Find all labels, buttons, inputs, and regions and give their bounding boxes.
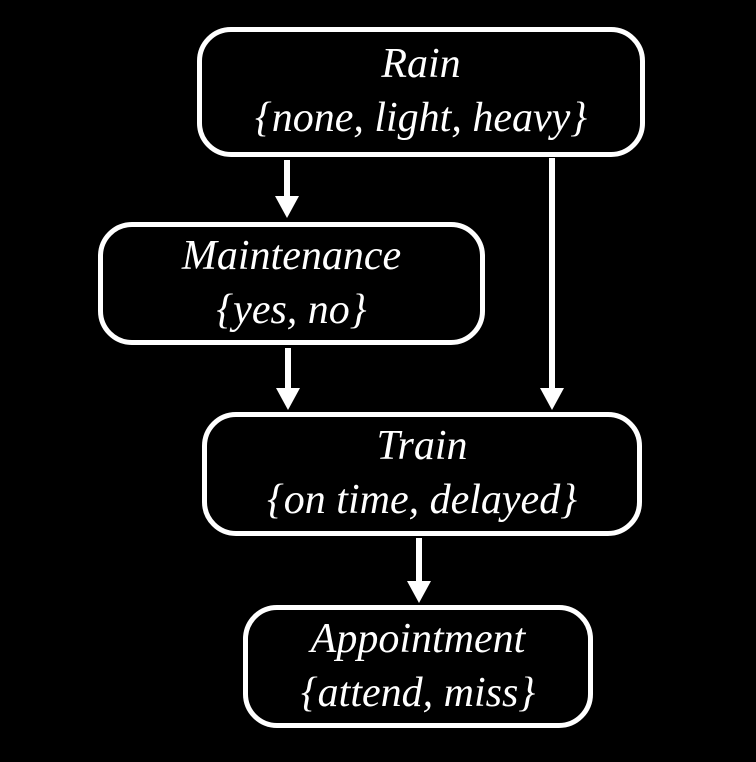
node-train-label: Train	[376, 423, 468, 470]
node-train: Train {on time, delayed}	[202, 412, 642, 536]
node-appointment-label: Appointment	[310, 615, 526, 662]
edge-train-appointment-arrow	[407, 538, 431, 603]
edge-rain-maintenance-arrow	[275, 160, 299, 218]
node-rain-label: Rain	[381, 41, 461, 88]
node-maintenance: Maintenance {yes, no}	[98, 222, 485, 345]
edge-rain-train-arrow	[540, 158, 564, 410]
node-rain-values: {none, light, heavy}	[254, 95, 588, 141]
node-maintenance-label: Maintenance	[181, 232, 402, 279]
edge-maintenance-train-arrow	[276, 348, 300, 410]
node-train-values: {on time, delayed}	[267, 477, 577, 523]
node-rain: Rain {none, light, heavy}	[197, 27, 645, 157]
node-appointment: Appointment {attend, miss}	[243, 605, 593, 728]
node-appointment-values: {attend, miss}	[300, 669, 536, 716]
node-maintenance-values: {yes, no}	[216, 286, 367, 333]
